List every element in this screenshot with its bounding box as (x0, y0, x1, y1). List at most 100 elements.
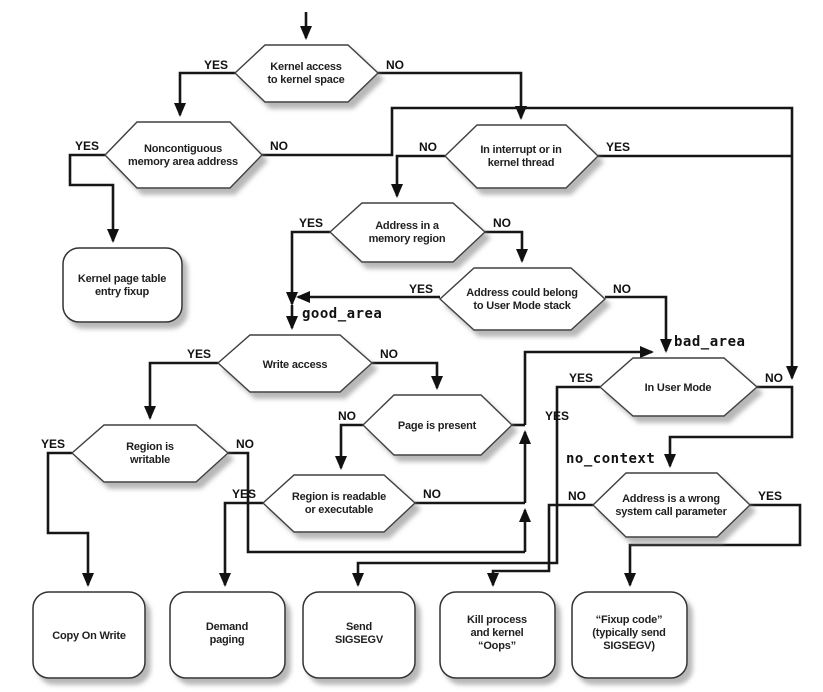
terminal-label: Copy On Write (52, 630, 126, 642)
edge-kernel-access-no (378, 71, 527, 120)
edge-in-interrupt-no (391, 154, 445, 198)
edge-label-no: NO (380, 347, 398, 361)
edge-write-access-yes (144, 361, 218, 420)
decision-label: In interrupt or in (480, 144, 562, 156)
connectors (46, 12, 802, 587)
decision-write-access: Write access (216, 334, 374, 393)
label-good-area: good_area (302, 306, 382, 322)
edge-label-yes: YES (41, 437, 65, 451)
decision-label: or executable (305, 504, 373, 516)
terminal-label: Send (346, 621, 372, 633)
edge-label-yes: YES (409, 282, 433, 296)
edge-write-access-no (372, 361, 443, 390)
edge-label-no: NO (568, 489, 586, 503)
hexagon-region-writable (70, 424, 230, 483)
edge-label-no: NO (270, 139, 288, 153)
terminal-label: “Fixup code” (596, 614, 663, 626)
hexagon-wrong-syscall (591, 472, 752, 538)
hexagon-user-mode-stack (438, 267, 607, 331)
decision-label: memory region (369, 233, 446, 245)
decision-nodes: Kernel access to kernel space Noncontigu… (70, 44, 759, 538)
edge-label-yes: YES (204, 58, 228, 72)
terminal-copy-on-write: Copy On Write (32, 591, 146, 679)
edge-kernel-access-yes (174, 71, 235, 117)
hexagon-in-interrupt (444, 124, 599, 189)
edge-label-yes: YES (187, 347, 211, 361)
label-no-context: no_context (566, 451, 655, 467)
terminal-demand-paging: Demand paging (169, 591, 286, 679)
edge-address-in-region-no (485, 230, 528, 263)
terminal-label: Demand (206, 621, 248, 633)
edge-label-yes: YES (606, 140, 630, 154)
box-send-sigsegv (302, 591, 416, 679)
decision-label: kernel thread (488, 157, 554, 169)
edge-label-no: NO (765, 371, 783, 385)
edge-label-yes: YES (758, 489, 782, 503)
edge-label-yes: YES (299, 216, 323, 230)
terminal-nodes: Kernel page table entry fixup Copy On Wr… (32, 247, 688, 679)
terminal-fixup-code: “Fixup code” (typically send SIGSEGV) (571, 591, 688, 679)
edge-in-user-mode-no (664, 385, 794, 468)
label-bad-area: bad_area (674, 334, 745, 350)
hexagon-address-in-region (328, 202, 487, 263)
edge-region-writable-yes (46, 451, 94, 587)
edge-label-no: NO (236, 437, 254, 451)
terminal-kernel-fixup: Kernel page table entry fixup (62, 247, 183, 323)
edge-user-mode-stack-no-bad-area (605, 295, 672, 353)
edge-label-yes: YES (75, 139, 99, 153)
edge-label-yes: YES (569, 371, 593, 385)
decision-label: system call parameter (615, 506, 727, 518)
edge-address-in-region-yes (286, 230, 330, 306)
edge-label-no: NO (493, 216, 511, 230)
hexagon-in-user-mode (598, 357, 759, 417)
decision-label: Region is readable (292, 491, 386, 503)
hexagon-region-readable (261, 474, 417, 533)
box-fixup-code (571, 591, 688, 679)
decision-label: Address is a wrong (622, 493, 720, 505)
edge-label-no: NO (419, 140, 437, 154)
box-kill-process (439, 591, 556, 679)
terminal-label: (typically send (592, 627, 665, 639)
decision-label: to kernel space (267, 74, 344, 86)
terminal-label: Kernel page table (78, 273, 166, 285)
terminal-send-sigsegv: Send SIGSEGV (302, 591, 416, 679)
decision-user-mode-stack: Address could belong to User Mode stack (438, 267, 607, 331)
decision-region-writable: Region is writable (70, 424, 230, 483)
decision-in-user-mode: In User Mode (598, 357, 759, 417)
edge-page-present-no (335, 423, 363, 470)
decision-label: Region is (126, 441, 174, 453)
decision-label: memory area address (128, 156, 238, 168)
terminal-label: entry fixup (95, 286, 150, 298)
decision-label: Address in a (375, 220, 440, 232)
edge-noncontiguous-yes (68, 153, 119, 243)
decision-wrong-syscall: Address is a wrong system call parameter (591, 472, 752, 538)
edge-noncontiguous-no (262, 106, 798, 380)
terminal-label: paging (210, 634, 245, 646)
terminal-label: Kill process (467, 614, 527, 626)
edge-label-no: NO (338, 409, 356, 423)
box-kernel-fixup (62, 247, 183, 323)
terminal-label: “Oops” (478, 640, 516, 652)
decision-region-readable: Region is readable or executable (261, 474, 417, 533)
edge-label-no: NO (423, 487, 441, 501)
decision-kernel-access: Kernel access to kernel space (233, 44, 380, 103)
edge-wrong-syscall-yes (624, 503, 802, 587)
hexagon-page-present (361, 394, 514, 456)
path-labels: good_area bad_area no_context (302, 306, 745, 467)
decision-label: writable (129, 454, 170, 466)
hexagon-kernel-access (233, 44, 380, 103)
decision-label: Kernel access (270, 61, 341, 73)
edge-in-user-mode-yes (352, 385, 600, 587)
decision-page-present: Page is present (361, 394, 514, 456)
decision-label: Noncontiguous (144, 143, 222, 155)
decision-in-interrupt: In interrupt or in kernel thread (444, 124, 599, 189)
decision-label: Address could belong (466, 287, 578, 299)
decision-address-in-region: Address in a memory region (328, 202, 487, 263)
edge-label-yes: YES (545, 409, 569, 423)
terminal-kill-process: Kill process and kernel “Oops” (439, 591, 556, 679)
hexagon-noncontiguous (104, 121, 263, 189)
decision-label: to User Mode stack (473, 300, 571, 312)
decision-label: Write access (263, 359, 328, 371)
